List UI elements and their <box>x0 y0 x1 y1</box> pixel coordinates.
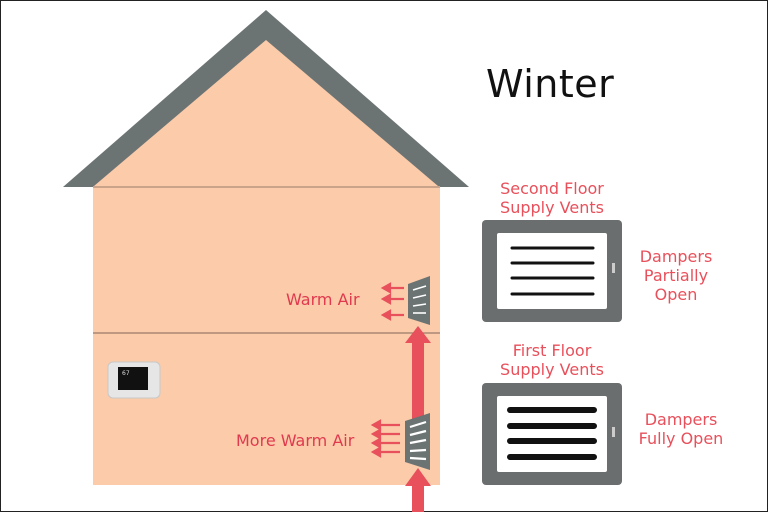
second-floor-heading-line1: Second Floor <box>500 179 604 198</box>
status-line2: Partially <box>643 266 709 285</box>
more-warm-air-arrows-icon <box>370 419 400 458</box>
second-floor-register-icon <box>482 220 622 322</box>
first-floor-heading: First Floor Supply Vents <box>482 341 622 379</box>
diagram-title: Winter <box>486 62 615 106</box>
status-line1: Dampers <box>639 247 713 266</box>
second-floor-heading-line2: Supply Vents <box>500 198 604 217</box>
first-floor-register-icon <box>482 383 622 485</box>
second-floor-damper-status: Dampers Partially Open <box>626 247 726 304</box>
first-floor-damper-status: Dampers Fully Open <box>624 410 738 448</box>
status-line1: Dampers <box>644 410 718 429</box>
upper-wall-vent-icon <box>408 276 430 325</box>
house-body <box>93 186 440 485</box>
first-floor-heading-line1: First Floor <box>512 341 592 360</box>
status-line3: Open <box>654 285 698 304</box>
attic <box>94 40 438 186</box>
status-line2: Fully Open <box>638 429 724 448</box>
duct-arrow-icon <box>405 326 431 512</box>
lower-wall-vent-icon <box>405 413 430 470</box>
more-warm-air-label: More Warm Air <box>236 431 355 450</box>
warm-air-arrows-icon <box>380 282 404 321</box>
second-floor-heading: Second Floor Supply Vents <box>482 179 622 217</box>
thermostat-display: 67 <box>122 370 130 377</box>
first-floor-heading-line2: Supply Vents <box>500 360 604 379</box>
thermostat-icon <box>107 361 161 399</box>
warm-air-label: Warm Air <box>286 290 360 309</box>
